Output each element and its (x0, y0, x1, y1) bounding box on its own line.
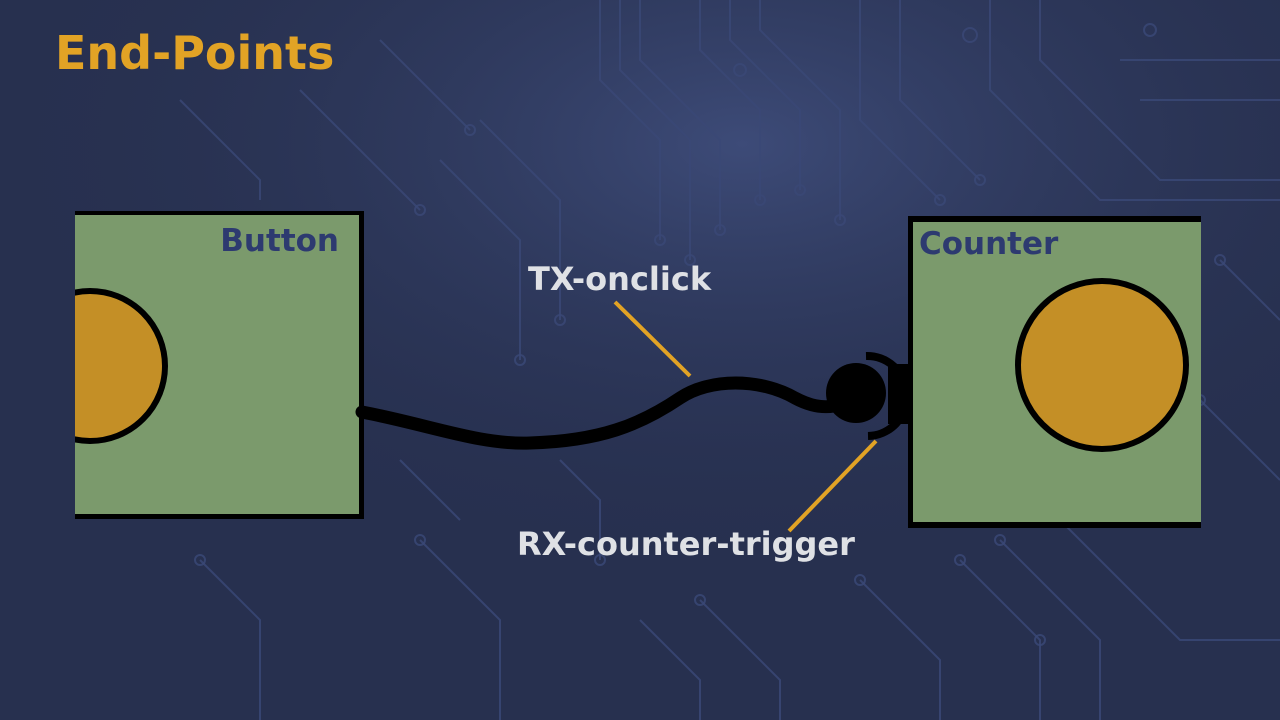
rx-annotation-label: RX-counter-trigger (517, 525, 855, 563)
button-endpoint-label: Button (220, 223, 339, 259)
tx-annotation-label: TX-onclick (528, 260, 712, 298)
button-endpoint-box: Button (75, 211, 364, 519)
counter-endpoint-label: Counter (919, 226, 1059, 262)
counter-endpoint-box: Counter (908, 216, 1201, 528)
slide-title: End-Points (55, 26, 335, 80)
